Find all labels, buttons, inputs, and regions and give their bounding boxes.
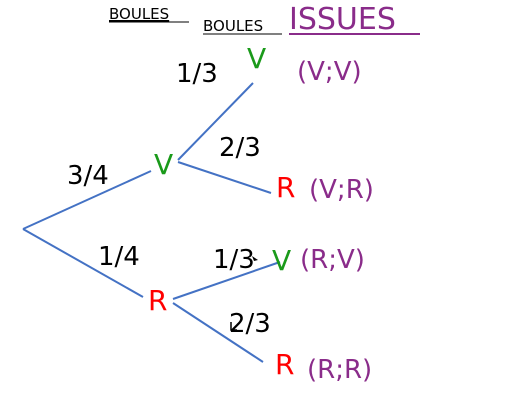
branch-root-r	[22, 228, 144, 298]
node-rr: R	[275, 348, 294, 381]
header-issues: ISSUES	[289, 2, 396, 37]
prob-r-r: 2/3	[229, 309, 271, 339]
prob-v-v: 1/3	[176, 59, 218, 89]
node-vv: V	[247, 42, 266, 75]
node-first-r: R	[148, 284, 167, 317]
node-vr: R	[276, 171, 295, 204]
header-boules-1: BOULES	[109, 5, 169, 23]
header-boules-2: BOULES	[203, 17, 263, 35]
branch-r-r	[172, 302, 264, 363]
branches	[22, 82, 281, 363]
issue-rr: (R;R)	[307, 355, 372, 385]
node-rv: V	[272, 244, 291, 277]
prob-root-r: 1/4	[98, 242, 140, 272]
branch-v-v	[177, 82, 254, 161]
branch-v-r	[177, 161, 272, 194]
issue-vv: (V;V)	[297, 57, 362, 87]
branch-root-v	[22, 170, 152, 230]
issue-vr: (V;R)	[309, 175, 374, 205]
issue-rv: (R;V)	[300, 245, 365, 275]
prob-root-v: 3/4	[67, 161, 109, 191]
node-first-v: V	[154, 148, 173, 181]
cursor-mark-2	[230, 322, 237, 331]
prob-v-r: 2/3	[219, 133, 261, 163]
cursor-mark-1	[252, 256, 258, 261]
branch-r-v	[172, 261, 281, 300]
prob-r-v: 1/3	[213, 245, 255, 275]
